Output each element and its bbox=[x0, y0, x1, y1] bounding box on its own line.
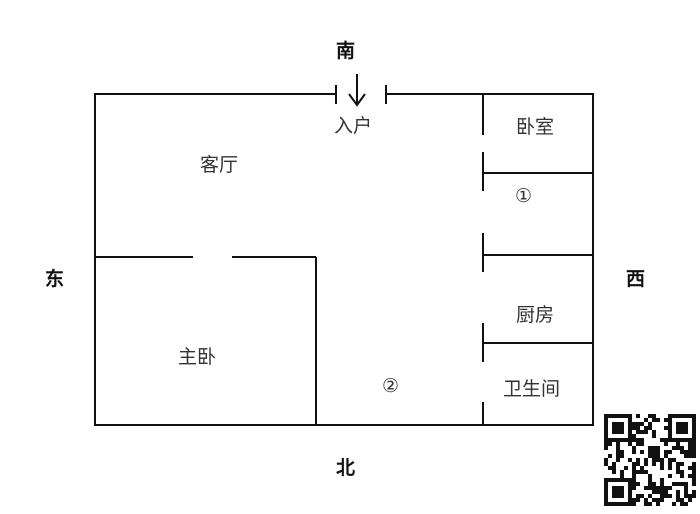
label-area-2: ② bbox=[382, 375, 400, 397]
label-area-1: ① bbox=[515, 185, 533, 207]
label-bedroom: 卧室 bbox=[516, 116, 555, 138]
direction-north: 北 bbox=[336, 457, 356, 479]
qr-code bbox=[604, 414, 696, 506]
arrow-head bbox=[348, 93, 366, 107]
direction-west: 西 bbox=[626, 268, 646, 290]
direction-south: 南 bbox=[336, 40, 356, 62]
direction-east: 东 bbox=[45, 268, 65, 290]
label-kitchen: 厨房 bbox=[516, 304, 555, 326]
label-living-room: 客厅 bbox=[200, 154, 239, 176]
label-bathroom: 卫生间 bbox=[503, 378, 561, 400]
label-entrance: 入户 bbox=[334, 115, 373, 137]
label-master-bedroom: 主卧 bbox=[178, 346, 217, 368]
outer-wall bbox=[94, 93, 594, 426]
